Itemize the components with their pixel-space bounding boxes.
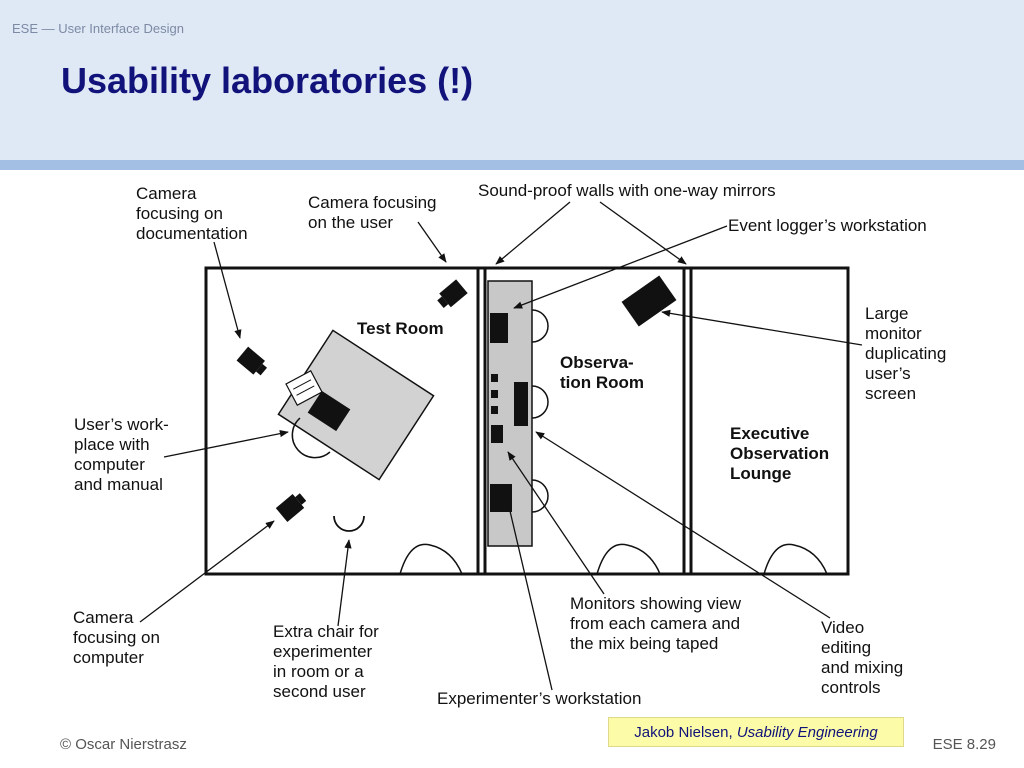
door-observation-room (596, 543, 661, 575)
arrow-camera-user (417, 221, 447, 263)
arrow-camera-documentation (213, 241, 242, 339)
door-test-room (399, 543, 463, 575)
arrow-video-editing (535, 431, 831, 619)
header-rule (0, 160, 1024, 170)
arrow-sound-proof-left (495, 201, 571, 265)
door-executive-lounge (763, 543, 828, 575)
mirror-wall-left (476, 268, 487, 574)
usability-lab-floor-plan: Test Room Observa- tion Room Executive O… (73, 181, 951, 708)
observation-room-label: Observa- tion Room (560, 353, 644, 392)
arrow-extra-chair (337, 539, 352, 627)
user-chair-icon (291, 417, 331, 459)
manual-icon (285, 370, 323, 406)
citation-box: Jakob Nielsen, Usability Engineering (608, 717, 904, 747)
slide-number: ESE 8.29 (932, 736, 996, 753)
label-event-logger: Event logger’s workstation (728, 216, 927, 235)
workstation-monitors (490, 313, 528, 512)
label-monitors: Monitors showing view from each camera a… (570, 594, 746, 653)
footer-copyright: © Oscar Nierstrasz (60, 736, 187, 753)
test-room-label: Test Room (357, 319, 444, 338)
label-experimenter-workstation: Experimenter’s workstation (437, 689, 641, 708)
citation-author: Jakob Nielsen, (634, 724, 733, 741)
camera-documentation-icon (236, 346, 268, 376)
label-video-editing: Video editing and mixing controls (821, 618, 908, 697)
slide-title: Usability laboratories (!) (61, 60, 474, 101)
course-title: ESE — User Interface Design (12, 21, 184, 36)
user-workplace-desk (277, 329, 435, 481)
camera-user-icon (437, 279, 468, 309)
citation-title: Usability Engineering (736, 724, 878, 741)
observer-chairs (531, 309, 549, 513)
label-users-workplace: User’s work- place with computer and man… (74, 415, 174, 494)
arrow-large-monitor (661, 309, 863, 346)
arrow-monitors (507, 451, 605, 595)
arrow-users-workplace (163, 430, 289, 458)
user-computer-icon (307, 390, 351, 432)
label-camera-documentation: Camera focusing on documentation (136, 184, 248, 243)
camera-computer-icon (275, 493, 307, 522)
label-sound-proof-walls: Sound-proof walls with one-way mirrors (478, 181, 776, 200)
arrow-experimenter (504, 493, 553, 691)
extra-chair-icon (333, 515, 365, 532)
label-large-monitor: Large monitor duplicating user’s screen (865, 304, 951, 403)
mirror-wall-right (682, 268, 693, 574)
arrow-sound-proof-right (599, 201, 687, 265)
slide-header (0, 0, 1024, 160)
arrow-event-logger (513, 225, 728, 309)
arrow-camera-computer (139, 520, 275, 623)
label-camera-computer: Camera focusing on computer (73, 608, 165, 667)
large-monitor-icon (621, 275, 677, 327)
executive-lounge-label: Executive Observation Lounge (730, 424, 834, 483)
label-extra-chair: Extra chair for experimenter in room or … (273, 622, 384, 701)
lab-outline (204, 266, 850, 576)
label-camera-user: Camera focusing on the user (308, 193, 441, 232)
leader-arrows (139, 201, 863, 691)
